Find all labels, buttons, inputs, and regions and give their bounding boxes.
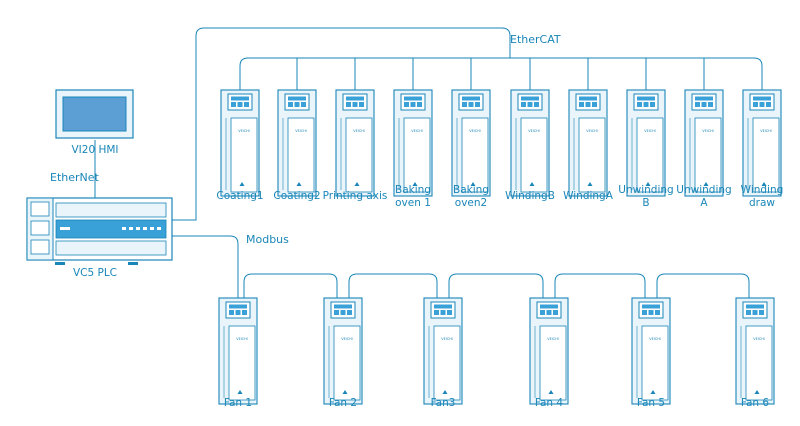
plc-label: VC5 PLC xyxy=(72,267,118,279)
ethercat-drive-6[interactable]: VEICHI xyxy=(510,89,550,197)
ethercat-drive-1[interactable]: VEICHI xyxy=(220,89,260,197)
ethercat-drive-2[interactable]: VEICHI xyxy=(277,89,317,197)
drive-badge: VEICHI xyxy=(469,129,480,133)
drive-badge: VEICHI xyxy=(702,129,713,133)
modbus-drive-4[interactable]: VEICHI xyxy=(529,297,569,405)
ethercat-drive-8[interactable]: VEICHI xyxy=(626,89,666,197)
drive-badge: VEICHI xyxy=(547,337,558,341)
ethercat-bus-lines xyxy=(172,27,763,221)
modbus-drive-label: Fan 4 xyxy=(534,397,564,409)
drive-badge: VEICHI xyxy=(353,129,364,133)
ethercat-drive-label: Baking xyxy=(395,184,431,196)
modbus-drive-5[interactable]: VEICHI xyxy=(631,297,671,405)
drive-badge: VEICHI xyxy=(236,337,247,341)
modbus-drive-label: Fan3 xyxy=(430,397,456,409)
ethercat-drive-label: Baking xyxy=(453,184,489,196)
ethercat-drive-label: WindingB xyxy=(505,190,555,202)
modbus-drive-label: Fan 6 xyxy=(740,397,770,409)
drive-badge: VEICHI xyxy=(295,129,306,133)
ethercat-drive-7[interactable]: VEICHI xyxy=(568,89,608,197)
ethernet-label: EtherNet xyxy=(50,171,99,184)
drive-badge: VEICHI xyxy=(411,129,422,133)
modbus-label: Modbus xyxy=(246,233,289,246)
drive-badge: VEICHI xyxy=(760,129,771,133)
plc-device[interactable] xyxy=(26,197,173,265)
ethercat-drive-label: Winding xyxy=(740,184,784,196)
modbus-drive-6[interactable]: VEICHI xyxy=(735,297,775,405)
modbus-drive-3[interactable]: VEICHI xyxy=(423,297,463,405)
ethercat-drive-label: Unwinding xyxy=(618,184,674,196)
drive-badge: VEICHI xyxy=(528,129,539,133)
modbus-drive-label: Fan 2 xyxy=(328,397,358,409)
drive-badge: VEICHI xyxy=(753,337,764,341)
modbus-drive-1[interactable]: VEICHI xyxy=(218,297,258,405)
modbus-drive-2[interactable]: VEICHI xyxy=(323,297,363,405)
ethercat-drive-label-line2: A xyxy=(700,197,708,209)
drive-badge: VEICHI xyxy=(441,337,452,341)
ethercat-drive-3[interactable]: VEICHI xyxy=(335,89,375,197)
ethercat-drive-label: Coating1 xyxy=(216,190,264,202)
ethercat-drive-label: WindingA xyxy=(563,190,613,202)
ethercat-drive-label: Coating2 xyxy=(273,190,321,202)
drive-badge: VEICHI xyxy=(238,129,249,133)
modbus-drive-label: Fan 5 xyxy=(636,397,666,409)
modbus-drive-label: Fan 1 xyxy=(223,397,253,409)
ethercat-drive-label-line2: oven2 xyxy=(454,197,488,209)
ethercat-drive-5[interactable]: VEICHI xyxy=(451,89,491,197)
ethercat-label: EtherCAT xyxy=(510,33,561,46)
ethercat-drive-label-line2: B xyxy=(642,197,650,209)
ethercat-drive-4[interactable]: VEICHI xyxy=(393,89,433,197)
ethercat-drive-10[interactable]: VEICHI xyxy=(742,89,782,197)
drive-badge: VEICHI xyxy=(586,129,597,133)
ethercat-drive-label: Printing axis xyxy=(322,190,388,202)
drive-badge: VEICHI xyxy=(644,129,655,133)
hmi-label: VI20 HMI xyxy=(71,144,119,156)
modbus-bus-lines xyxy=(172,235,750,298)
ethercat-drive-label-line2: oven 1 xyxy=(395,197,431,209)
hmi-device[interactable] xyxy=(55,89,134,139)
drive-badge: VEICHI xyxy=(341,337,352,341)
ethercat-drive-9[interactable]: VEICHI xyxy=(684,89,724,197)
ethercat-drive-label-line2: draw xyxy=(748,197,775,209)
ethercat-drive-label: Unwinding xyxy=(676,184,732,196)
drive-badge: VEICHI xyxy=(649,337,660,341)
